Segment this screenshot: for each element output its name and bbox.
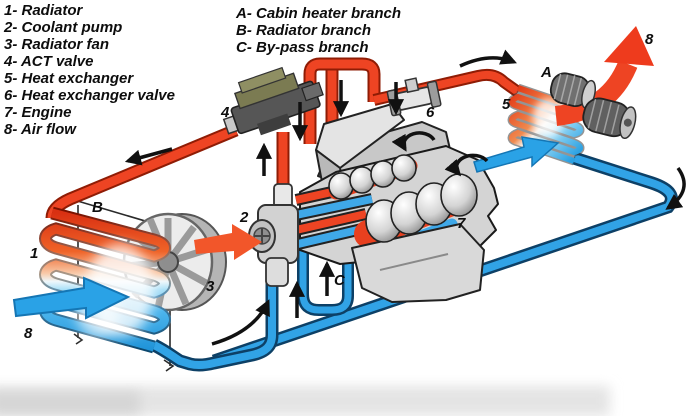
radiator-return-pipe (151, 256, 279, 372)
legend-item-heat-exchanger: 5- Heat exchanger (4, 70, 134, 87)
warm-air-arrow-fan (194, 224, 262, 260)
hot-pipes-top (276, 57, 522, 206)
hot-arch (305, 59, 379, 144)
oil-pan-seam (379, 253, 449, 271)
frame-foot-left (73, 333, 84, 345)
hx-valve-top-port (404, 77, 420, 94)
engine-oil-pan (351, 223, 485, 303)
label-branch-b: B (92, 199, 103, 216)
pump-impeller-cross (254, 228, 270, 244)
legend-item-bypass-branch: C- By-pass branch (236, 39, 369, 56)
radiator-branch-pipe (45, 123, 239, 219)
arrow-curl-engine-2 (444, 153, 489, 177)
hx-valve-cap-right (426, 80, 442, 108)
arrow-curve-bottom-left (211, 299, 270, 346)
legend-item-radiator-branch: B- Radiator branch (236, 22, 372, 39)
legend-item-act-valve: 4- ACT valve (4, 53, 94, 70)
label-act-valve: 4 (220, 104, 230, 121)
act-valve-cap (237, 66, 287, 94)
label-heat-exchanger: 5 (502, 96, 511, 113)
act-valve-port (301, 81, 324, 102)
diagram-labels: 1 2 3 4 5 6 7 8 8 A B C (24, 31, 654, 342)
bypass-pipe (299, 250, 352, 314)
hot-air-head (604, 26, 654, 66)
legend-item-radiator-fan: 3- Radiator fan (4, 36, 110, 53)
label-engine: 7 (457, 215, 466, 232)
engine-cylinders (328, 154, 478, 243)
pump-lower-stub (265, 257, 289, 287)
flow-arrows (124, 49, 686, 346)
label-air-flow-in: 8 (24, 325, 33, 342)
radiator-coil (39, 206, 171, 354)
blower-hub (623, 118, 632, 127)
label-branch-c: C (334, 272, 346, 289)
legend-item-engine: 7- Engine (4, 104, 72, 121)
legend-item-radiator: 1- Radiator (4, 2, 83, 19)
label-air-flow-out: 8 (645, 31, 654, 48)
air-arrows (12, 136, 560, 320)
shadow-band-dark (0, 392, 140, 414)
cabin-blower (549, 72, 637, 140)
arrow-curl-engine-1 (391, 131, 436, 152)
label-branch-a: A (540, 64, 552, 81)
label-coolant-pump: 2 (239, 209, 249, 226)
legend-item-air-flow: 8- Air flow (4, 121, 76, 138)
arrow-curve-to-heater (459, 49, 517, 68)
cold-air-arrow-heater (473, 136, 560, 173)
label-heat-exchanger-valve: 6 (426, 104, 435, 121)
frame-foot-right (163, 359, 175, 372)
label-radiator-fan: 3 (206, 278, 215, 295)
cold-air-arrow-radiator (12, 276, 131, 320)
coolant-pump (248, 183, 299, 287)
act-valve (222, 66, 324, 136)
blower-can1-ribs (553, 73, 582, 106)
blower-can2-ribs (587, 98, 620, 135)
act-valve-base (256, 113, 292, 136)
parts-legend: 1- Radiator 2- Coolant pump 3- Radiator … (4, 2, 175, 138)
label-radiator: 1 (30, 245, 38, 262)
legend-item-heat-exchanger-valve: 6- Heat exchanger valve (4, 87, 175, 104)
legend-item-coolant-pump: 2- Coolant pump (4, 19, 123, 36)
legend-item-cabin-heater-branch: A- Cabin heater branch (236, 5, 402, 22)
radiator-return (152, 256, 276, 370)
arrow-curve-right (665, 166, 686, 210)
branches-legend: A- Cabin heater branch B- Radiator branc… (236, 5, 401, 56)
bypass-branch-loop (297, 250, 354, 316)
arrow-to-radiator (124, 147, 173, 166)
heater-feed-pipe (373, 70, 521, 104)
background-shadow (0, 386, 610, 416)
